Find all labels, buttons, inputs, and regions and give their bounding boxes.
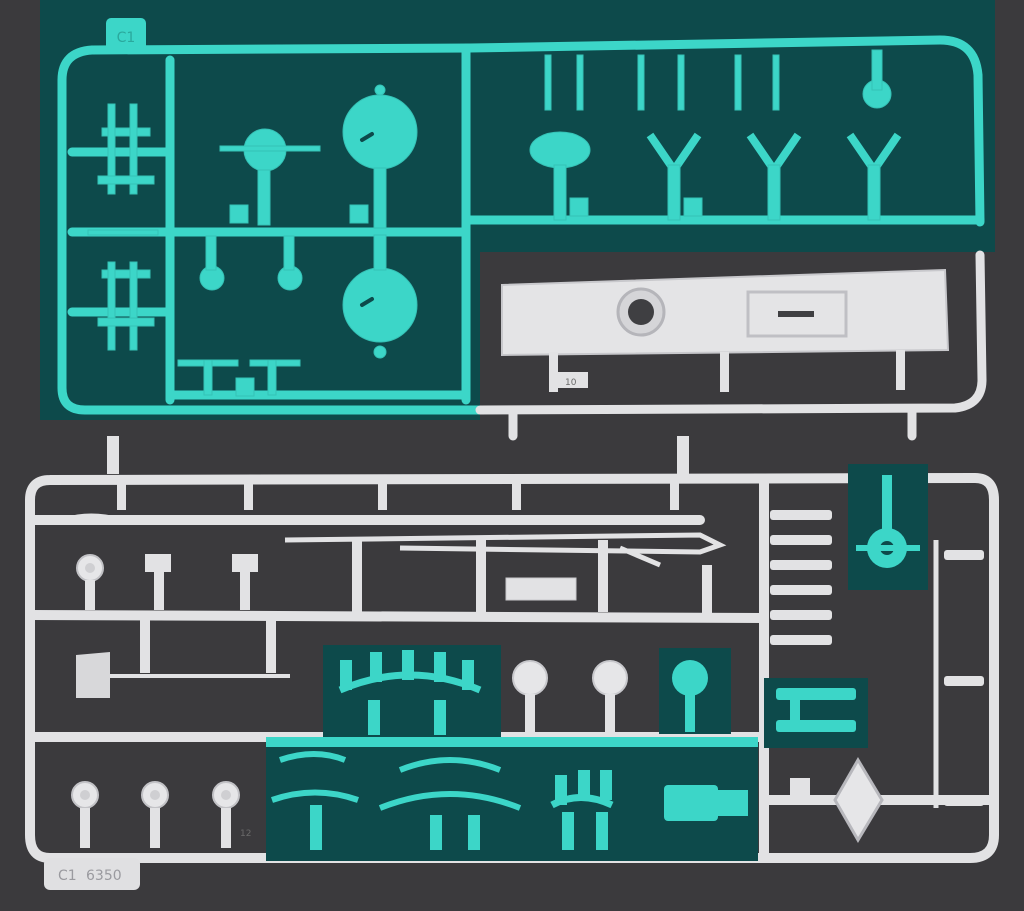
top-sprue: C1 [40, 0, 995, 441]
tag-c1-top [106, 18, 146, 54]
highlight-dial [659, 648, 731, 734]
highlight-arc-parts [323, 645, 501, 737]
highlight-top-right [848, 464, 928, 590]
grey-fitting-row [71, 510, 984, 848]
svg-text:C1: C1 [117, 30, 136, 46]
part-number-label: 12 [240, 829, 251, 839]
bottom-sprue: C1 6350 12 [25, 436, 999, 890]
part-number-label: 10 [565, 378, 577, 388]
svg-text:C1: C1 [58, 868, 77, 884]
highlight-bottom-strip [266, 737, 758, 861]
sprue-code-tag: C1 6350 [44, 858, 140, 890]
svg-text:6350: 6350 [86, 868, 122, 884]
highlight-bracket [764, 678, 868, 748]
grey-bumper-part: 10 [501, 268, 950, 392]
